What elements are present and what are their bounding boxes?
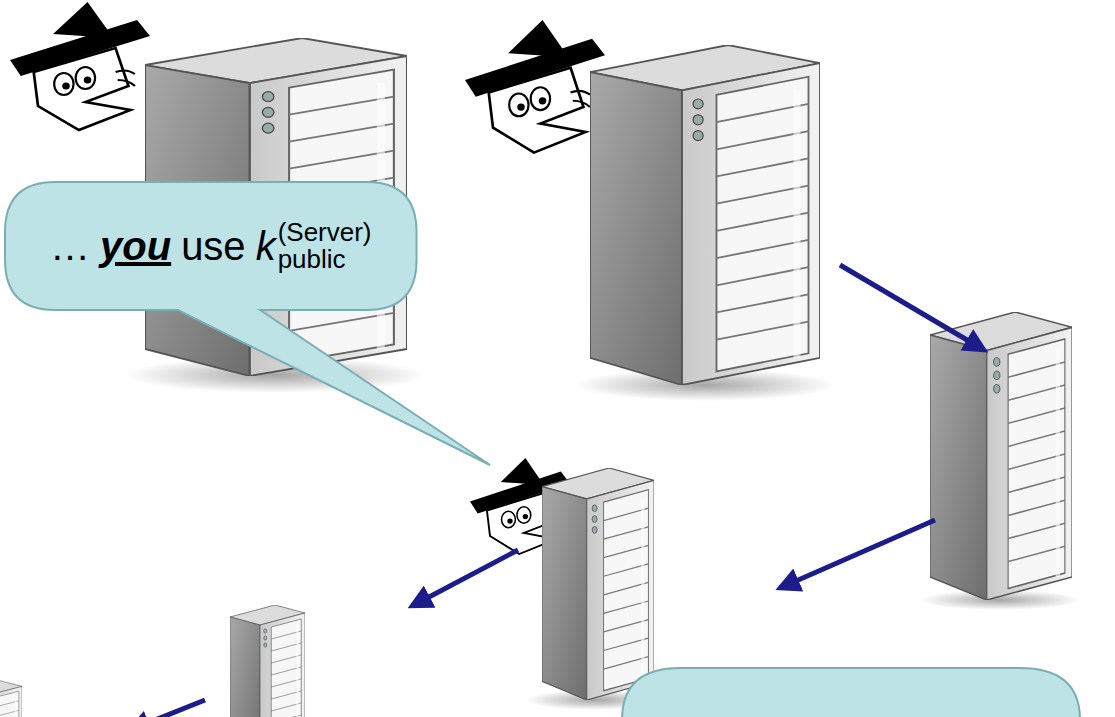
bubble-word: use [181, 224, 246, 269]
flow-arrow [412, 550, 518, 606]
flow-arrow [130, 700, 205, 717]
speech-bubble [622, 668, 1080, 717]
bubble-word: … [50, 224, 90, 269]
index-stack: (Server)public [278, 219, 372, 274]
flow-arrow [780, 520, 935, 588]
server-icon [230, 605, 305, 717]
bubble-word: k [256, 224, 276, 269]
superscript: (Server) [278, 219, 372, 246]
spy-figure [465, 20, 605, 153]
server-icon [590, 45, 820, 385]
server-icon [542, 468, 654, 700]
speech-bubble: …youusek(Server)public [5, 182, 417, 310]
server-icon [930, 312, 1072, 600]
bubble-text: …youusek(Server)public [50, 219, 372, 274]
bubble-word: you [100, 224, 171, 269]
spy-figure [10, 2, 150, 130]
flow-arrow [840, 265, 984, 350]
server-icon [0, 680, 22, 717]
subscript: public [278, 246, 372, 273]
